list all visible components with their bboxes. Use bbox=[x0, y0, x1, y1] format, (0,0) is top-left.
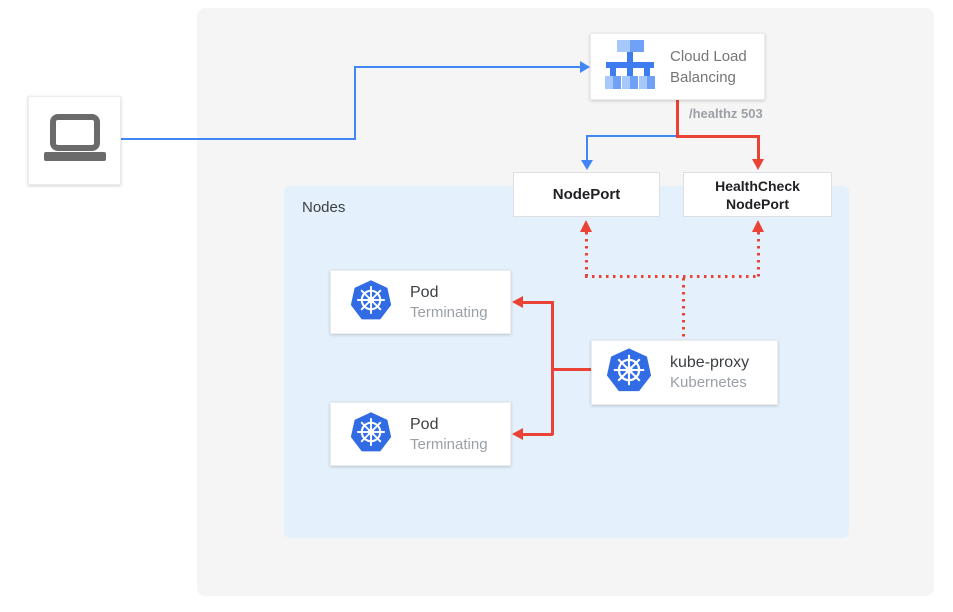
flow-line-lb-down bbox=[676, 100, 679, 137]
healthz-status-label: /healthz 503 bbox=[689, 106, 763, 121]
pod-1-title: Pod bbox=[410, 283, 439, 301]
kube-proxy-node: kube-proxy Kubernetes bbox=[591, 340, 778, 405]
nodeport-label: NodePort bbox=[552, 186, 621, 203]
pod-1-status: Terminating bbox=[410, 303, 488, 321]
flow-line-blue-branch bbox=[587, 135, 677, 137]
client-node bbox=[28, 96, 121, 185]
laptop-icon bbox=[43, 113, 107, 168]
flow-line-red-drop bbox=[757, 135, 760, 160]
flow-line-to-lb bbox=[354, 66, 581, 68]
pod-2-node: Pod Terminating bbox=[330, 402, 511, 466]
kube-proxy-subtitle: Kubernetes bbox=[670, 374, 747, 391]
flow-line-client-vertical bbox=[354, 66, 356, 140]
flow-line-pods-vertical bbox=[551, 301, 554, 435]
dotted-line-left-up bbox=[585, 232, 588, 277]
healthcheck-label-line1: HealthCheck bbox=[715, 177, 800, 194]
dotted-line-right-up bbox=[757, 232, 760, 277]
flow-line-blue-drop bbox=[586, 135, 588, 161]
flow-line-kubeproxy-left bbox=[551, 368, 592, 371]
arrowhead-up-into-nodeport bbox=[580, 220, 592, 232]
arrowhead-into-healthcheck-nodeport bbox=[752, 159, 764, 170]
pod-1-node: Pod Terminating bbox=[330, 270, 511, 334]
arrowhead-up-into-healthcheck bbox=[752, 220, 764, 232]
pod-2-status: Terminating bbox=[410, 435, 488, 453]
kube-proxy-title: kube-proxy bbox=[670, 354, 750, 371]
flow-line-to-pod1 bbox=[522, 301, 553, 304]
arrowhead-into-pod1 bbox=[512, 296, 523, 308]
cloud-load-balancing-node: Cloud Load Balancing bbox=[590, 33, 765, 100]
flow-line-red-branch bbox=[676, 135, 760, 138]
healthcheck-nodeport-node: HealthCheck NodePort bbox=[683, 172, 832, 217]
healthcheck-label-line2: NodePort bbox=[726, 195, 789, 212]
kubernetes-icon bbox=[606, 347, 652, 398]
clb-label-line2: Balancing bbox=[670, 68, 736, 86]
arrowhead-into-pod2 bbox=[512, 428, 523, 440]
kubernetes-icon bbox=[350, 279, 392, 326]
flow-line-to-pod2 bbox=[522, 433, 553, 436]
nodes-group-label: Nodes bbox=[302, 199, 346, 216]
clb-label-line1: Cloud Load bbox=[670, 47, 747, 65]
arrowhead-into-load-balancer bbox=[580, 61, 590, 73]
kubernetes-icon bbox=[350, 411, 392, 458]
load-balancer-icon bbox=[603, 39, 657, 94]
flow-line-client-horizontal bbox=[121, 138, 355, 140]
dotted-line-kubeproxy-up bbox=[682, 278, 685, 340]
arrowhead-into-nodeport bbox=[581, 160, 593, 170]
dotted-line-horizontal bbox=[585, 275, 759, 278]
pod-2-title: Pod bbox=[410, 415, 439, 433]
nodeport-node: NodePort bbox=[513, 172, 660, 217]
